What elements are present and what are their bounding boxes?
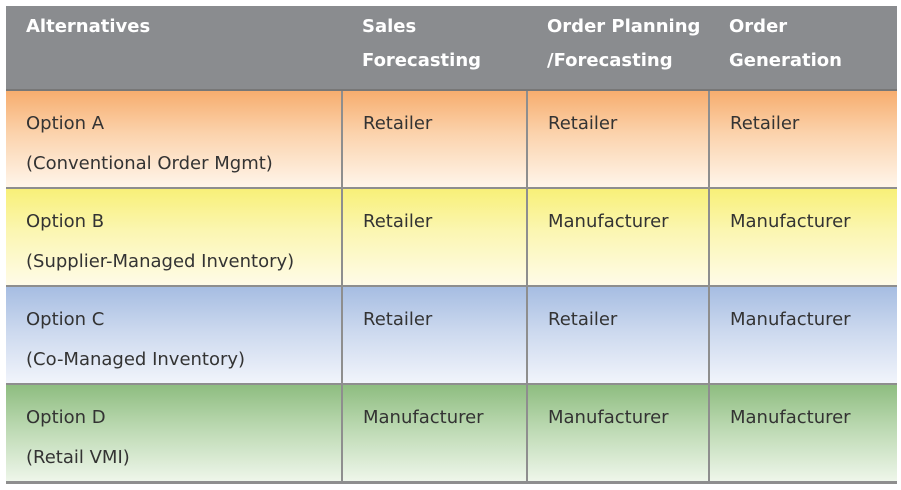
- header-row: Alternatives Sales Forecasting Order Pla…: [6, 6, 897, 91]
- cell-sales-forecasting: Retailer: [341, 188, 527, 287]
- option-name: Option A: [26, 113, 105, 134]
- option-name: Option D: [26, 407, 106, 428]
- cell-sales-forecasting: Manufacturer: [341, 384, 527, 484]
- option-description: (Co-Managed Inventory): [26, 349, 246, 370]
- cell-alternative: Option C (Co-Managed Inventory): [6, 286, 342, 385]
- option-description: (Retail VMI): [26, 447, 130, 468]
- table-row: Option D (Retail VMI) Manufacturer Manuf…: [6, 384, 897, 484]
- table-row: Option A (Conventional Order Mgmt) Retai…: [6, 90, 897, 189]
- table-row: Option C (Co-Managed Inventory) Retailer…: [6, 286, 897, 385]
- header-sales-forecasting-line-2: Forecasting: [362, 50, 482, 71]
- cell-order-planning: Manufacturer: [526, 384, 709, 484]
- cell-order-generation: Manufacturer: [708, 188, 897, 287]
- header-order-generation-line-1: Order: [729, 16, 788, 37]
- header-alternatives-line-1: Alternatives: [26, 16, 151, 37]
- cell-order-planning: Manufacturer: [526, 188, 709, 287]
- header-alternatives: Alternatives: [6, 6, 342, 91]
- table-row: Option B (Supplier-Managed Inventory) Re…: [6, 188, 897, 287]
- header-order-generation: Order Generation: [709, 6, 897, 91]
- option-description: (Conventional Order Mgmt): [26, 153, 273, 174]
- header-sales-forecasting-line-1: Sales: [362, 16, 417, 37]
- option-name: Option C: [26, 309, 105, 330]
- header-order-planning-line-2: /Forecasting: [547, 50, 673, 71]
- cell-alternative: Option A (Conventional Order Mgmt): [6, 90, 342, 189]
- option-description: (Supplier-Managed Inventory): [26, 251, 295, 272]
- header-order-planning-line-1: Order Planning: [547, 16, 701, 37]
- header-order-generation-line-2: Generation: [729, 50, 842, 71]
- header-sales-forecasting: Sales Forecasting: [342, 6, 527, 91]
- alternatives-table: Alternatives Sales Forecasting Order Pla…: [6, 6, 897, 484]
- cell-alternative: Option B (Supplier-Managed Inventory): [6, 188, 342, 287]
- cell-order-planning: Retailer: [526, 286, 709, 385]
- cell-sales-forecasting: Retailer: [341, 90, 527, 189]
- cell-order-generation: Manufacturer: [708, 286, 897, 385]
- cell-order-planning: Retailer: [526, 90, 709, 189]
- option-name: Option B: [26, 211, 105, 232]
- cell-order-generation: Retailer: [708, 90, 897, 189]
- cell-sales-forecasting: Retailer: [341, 286, 527, 385]
- cell-alternative: Option D (Retail VMI): [6, 384, 342, 484]
- header-order-planning: Order Planning /Forecasting: [527, 6, 709, 91]
- cell-order-generation: Manufacturer: [708, 384, 897, 484]
